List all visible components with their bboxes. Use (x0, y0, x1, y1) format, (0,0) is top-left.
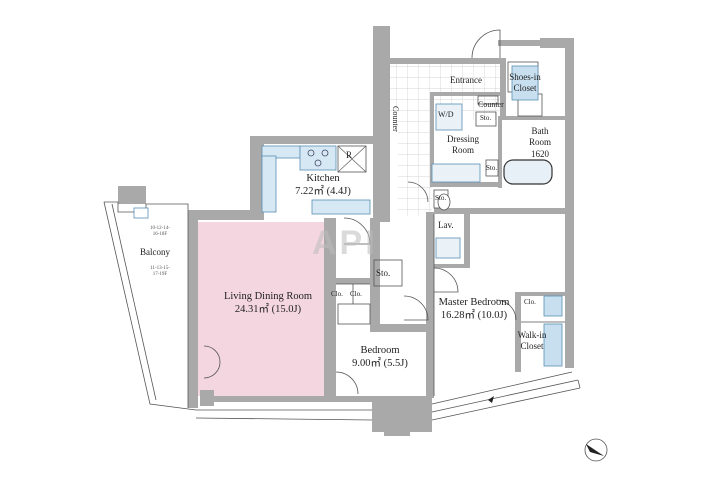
bath-room-name: Bath Room (528, 126, 551, 148)
watermark-text: API (312, 224, 378, 262)
closet-label-2: Clo. (350, 290, 362, 298)
door-swings (203, 29, 517, 395)
kitchen-name: Kitchen (306, 173, 340, 184)
kitchen-label: Kitchen 7.22㎡ (4.4J) (282, 172, 364, 198)
bath-room-size: 1620 (531, 148, 549, 159)
storage-label-toilet: Sto. (435, 194, 447, 202)
shoe-closet (511, 65, 539, 101)
living-dining-label: Living Dining Room 24.31㎡ (15.0J) (212, 290, 324, 316)
bedroom-area: 9.00㎡ (5.5J) (352, 358, 408, 370)
storage-label-dressing: Sto. (480, 114, 492, 122)
balcony-arrow-icon (488, 396, 494, 403)
master-bedroom-label: Master Bedroom 16.28㎡ (10.0J) (434, 296, 514, 322)
kitchen-island-counter (311, 199, 371, 215)
storage-label-bath: Sto. (486, 164, 498, 172)
counter-label-vertical: Counter (391, 106, 400, 132)
closet-rack-small (543, 295, 563, 317)
counter-label-top: Counter (478, 100, 504, 109)
toilet (437, 193, 451, 211)
walkin-closet-rack (543, 323, 563, 367)
closet-label-3: Clo. (524, 298, 536, 306)
entrance-label: Entrance (450, 75, 482, 85)
living-dining-name: Living Dining Room (223, 291, 313, 302)
kitchen-sink-counter (261, 155, 277, 213)
kitchen-area: 7.22㎡ (4.4J) (295, 186, 351, 198)
unit-mark-b: 11-13-15-17-19F (150, 266, 170, 277)
refrigerator-label: R (346, 150, 353, 160)
wd-label: W/D (438, 110, 454, 119)
bathtub (503, 159, 553, 185)
thin-outlines (103, 61, 581, 421)
storage-label-hall: Sto. (376, 268, 391, 278)
balcony-label: Balcony (140, 247, 170, 257)
living-dining-area: 24.31㎡ (15.0J) (234, 304, 302, 316)
shoes-closet-label: Shoes-in Closet (509, 72, 541, 94)
walls (118, 26, 574, 436)
dressing-room-label: Dressing Room (447, 134, 479, 156)
walkin-closet-label: Walk-in Closet (517, 330, 547, 352)
hall-tiled-floor (398, 118, 432, 216)
closet-label-1: Clo. (331, 290, 343, 298)
lavatory-fixture (435, 237, 461, 259)
master-bedroom-name: Master Bedroom (438, 297, 510, 308)
washer-dryer (435, 103, 463, 131)
bedroom-label: Bedroom 9.00㎡ (5.5J) (330, 344, 430, 370)
cooktop-burners (307, 149, 329, 167)
north-compass-icon (584, 438, 608, 462)
vanity-counter (431, 163, 481, 183)
balcony-ac-unit-a (133, 207, 149, 219)
master-bedroom-area: 16.28㎡ (10.0J) (440, 310, 508, 322)
unit-mark-a: 10-12-14-16-18F (150, 226, 170, 237)
bedroom-name: Bedroom (360, 345, 400, 356)
lavatory-label: Lav. (438, 220, 454, 230)
bath-room-label: Bath Room 1620 (520, 126, 560, 160)
